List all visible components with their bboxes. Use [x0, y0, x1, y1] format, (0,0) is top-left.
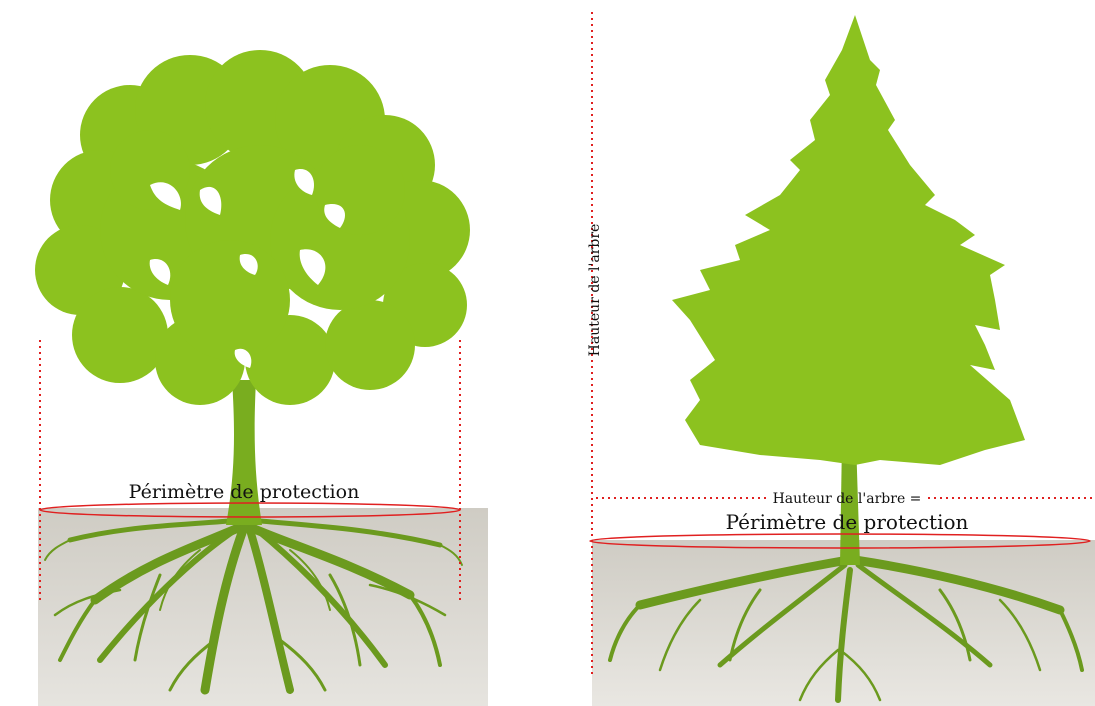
left-protection-label: Périmètre de protection: [129, 481, 360, 503]
height-equals-label: Hauteur de l'arbre =: [773, 491, 922, 507]
conifer-tree-icon: [672, 15, 1025, 465]
right-panel: Hauteur de l'arbre Hauteur de l'arbre = …: [587, 12, 1095, 706]
height-vertical-label: Hauteur de l'arbre: [587, 224, 603, 357]
deciduous-tree-icon: [35, 50, 470, 405]
right-protection-label: Périmètre de protection: [726, 510, 969, 534]
left-panel: Périmètre de protection: [35, 50, 488, 706]
